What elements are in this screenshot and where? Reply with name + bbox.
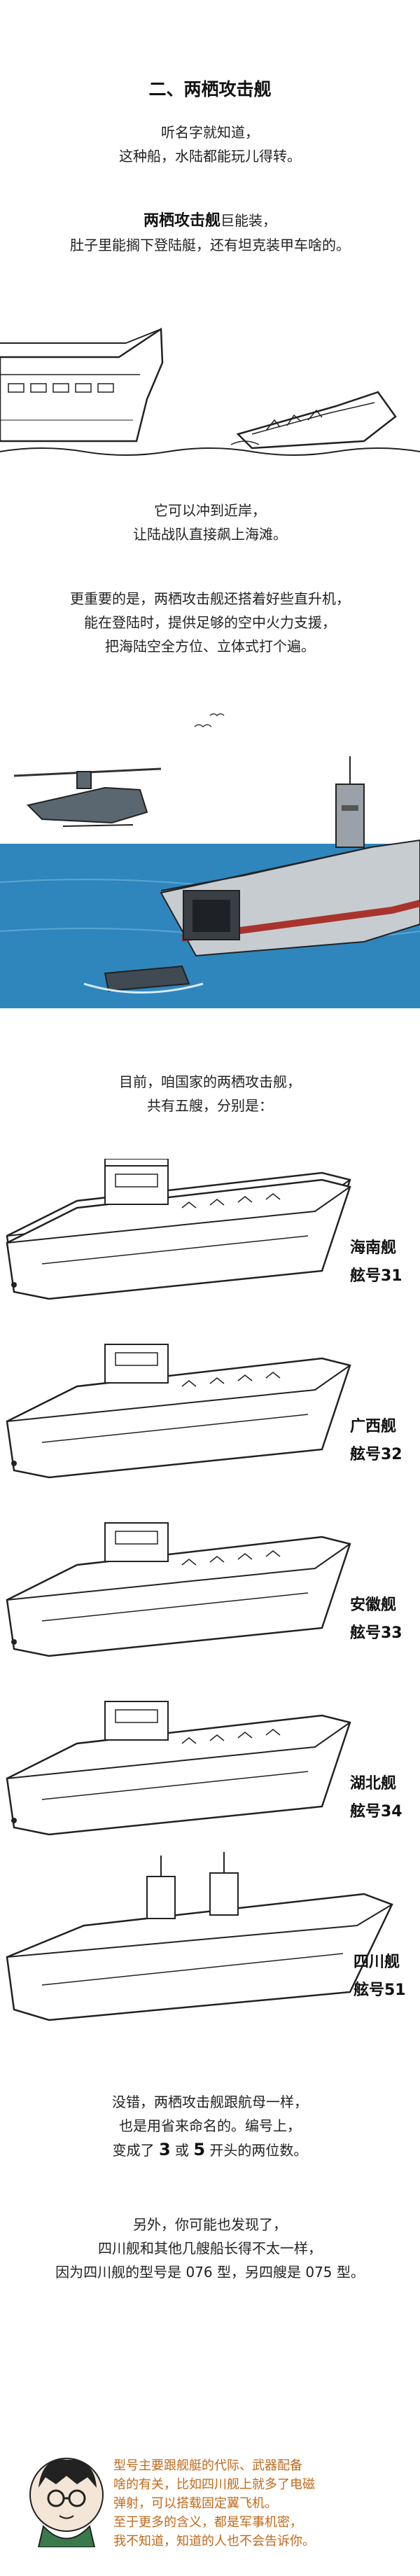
footnote-line-2: 啥的有关，比如四川舰上就多了电磁 bbox=[113, 2477, 315, 2492]
footnote-text: 型号主要跟舰艇的代际、武器配备 啥的有关，比如四川舰上就多了电磁 弹射，可以搭载… bbox=[113, 2456, 407, 2551]
amphibious-ship-illustration bbox=[0, 707, 420, 1008]
ship-name: 安徽舰 bbox=[350, 1596, 397, 1614]
footnote-line-4: 至于更多的含义，都是军事机密， bbox=[113, 2515, 302, 2530]
ship-name: 湖北舰 bbox=[350, 1775, 397, 1792]
fleet-intro-line-1: 目前，咱国家的两栖攻击舰， bbox=[119, 1073, 301, 1090]
ship-label-3: 安徽舰 舷号33 bbox=[350, 1592, 402, 1648]
ship-label-4: 湖北舰 舷号34 bbox=[350, 1770, 402, 1826]
ship-hull: 舷号33 bbox=[350, 1624, 402, 1642]
capacity-text: 两栖攻击舰巨能装， 肚子里能搁下登陆艇，还有坦克装甲车啥的。 bbox=[0, 209, 420, 257]
beach-text: 它可以冲到近岸， 让陆战队直接飙上海滩。 bbox=[0, 499, 420, 546]
ship-hull: 舷号32 bbox=[350, 1446, 402, 1463]
capacity-bold: 两栖攻击舰 bbox=[143, 212, 220, 230]
number-3: 3 bbox=[158, 2140, 171, 2159]
footnote-line-3: 弹射，可以搭载固定翼飞机。 bbox=[113, 2496, 277, 2511]
beach-line-1: 它可以冲到近岸， bbox=[154, 502, 266, 519]
section-title: 二、两栖攻击舰 bbox=[148, 79, 272, 99]
footnote-line-1: 型号主要跟舰艇的代际、武器配备 bbox=[113, 2458, 302, 2473]
type-note-line-1: 另外，你可能也发现了， bbox=[133, 2216, 287, 2233]
type-note-line-3: 因为四川舰的型号是 076 型，另四艘是 075 型。 bbox=[55, 2264, 365, 2281]
ship-sketch-076 bbox=[6, 1852, 393, 2021]
ship-name: 海南舰 bbox=[350, 1239, 397, 1257]
heli-line-2: 能在登陆时，提供足够的空中火力支援， bbox=[84, 614, 336, 631]
naming-line-1: 没错，两栖攻击舰跟航母一样， bbox=[112, 2094, 308, 2110]
intro-text: 听名字就知道， 这种船，水陆都能玩儿得转。 bbox=[0, 120, 420, 168]
ship-hull: 舷号51 bbox=[354, 1982, 406, 1999]
ship-hull: 舷号31 bbox=[350, 1267, 402, 1285]
author-avatar bbox=[28, 2456, 105, 2547]
ship-label-5: 四川舰 舷号51 bbox=[354, 1949, 406, 2005]
type-note-line-2: 四川舰和其他几艘船长得不太一样， bbox=[98, 2240, 322, 2257]
ship-label-1: 海南舰 舷号31 bbox=[350, 1234, 402, 1290]
landing-craft-illustration bbox=[0, 301, 420, 469]
heli-line-1: 更重要的是，两栖攻击舰还搭着好些直升机， bbox=[70, 590, 350, 607]
naming-text: 没错，两栖攻击舰跟航母一样， 也是用省来命名的。编号上， 变成了 3 或 5 开… bbox=[0, 2090, 420, 2162]
ship-sketches bbox=[6, 1159, 393, 2021]
number-5: 5 bbox=[193, 2140, 206, 2159]
ship-name: 广西舰 bbox=[350, 1418, 397, 1435]
naming-line-3: 变成了 3 或 5 开头的两位数。 bbox=[112, 2140, 308, 2159]
ship-hull: 舷号34 bbox=[350, 1803, 402, 1820]
intro-line-2: 这种船，水陆都能玩儿得转。 bbox=[119, 148, 301, 165]
ship-name: 四川舰 bbox=[354, 1954, 400, 1971]
type-note-text: 另外，你可能也发现了， 四川舰和其他几艘船长得不太一样， 因为四川舰的型号是 0… bbox=[0, 2213, 420, 2284]
fleet-intro-text: 目前，咱国家的两栖攻击舰， 共有五艘，分别是： bbox=[0, 1070, 420, 1118]
fleet-intro-line-2: 共有五艘，分别是： bbox=[147, 1097, 273, 1114]
ship-list: 海南舰 舷号31 广西舰 舷号32 安徽舰 舷号33 湖北舰 舷号34 四川舰 … bbox=[0, 1159, 420, 2048]
capacity-line-2: 肚子里能搁下登陆艇，还有坦克装甲车啥的。 bbox=[70, 237, 350, 253]
intro-line-1: 听名字就知道， bbox=[161, 124, 259, 141]
heli-line-3: 把海陆空全方位、立体式打个遍。 bbox=[105, 638, 315, 655]
capacity-rest: 巨能装， bbox=[220, 212, 276, 229]
ship-label-2: 广西舰 舷号32 bbox=[350, 1413, 402, 1469]
naming-line-2: 也是用省来命名的。编号上， bbox=[119, 2117, 301, 2134]
beach-line-2: 让陆战队直接飙上海滩。 bbox=[133, 526, 287, 543]
footnote-line-5: 我不知道，知道的人也不会告诉你。 bbox=[113, 2534, 315, 2549]
helicopter-text: 更重要的是，两栖攻击舰还搭着好些直升机， 能在登陆时，提供足够的空中火力支援， … bbox=[0, 587, 420, 658]
